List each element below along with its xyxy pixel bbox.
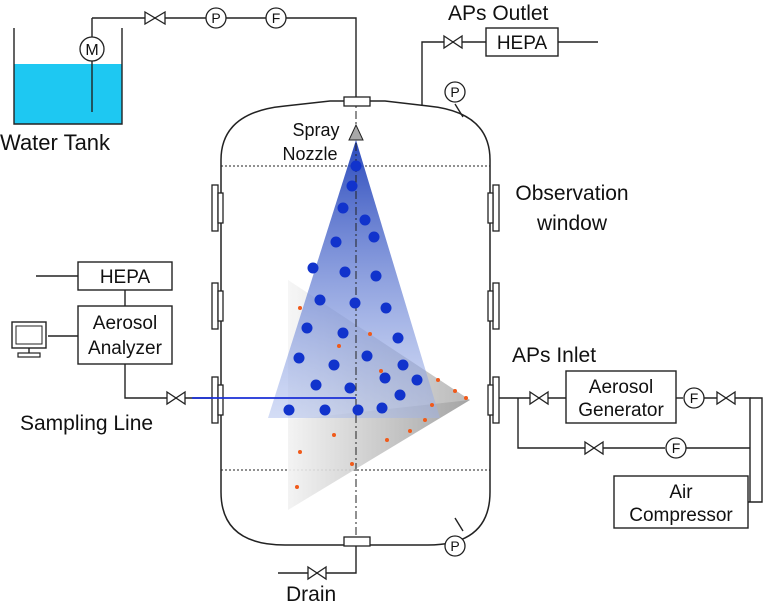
pressure-symbol: P xyxy=(211,10,220,26)
analyzer-label-line1: Aerosol xyxy=(93,313,157,334)
aps-outlet-label: APs Outlet xyxy=(448,2,549,25)
window-left-1 xyxy=(211,184,224,232)
outlet-pressure-symbol: P xyxy=(450,84,459,100)
observation-label-line1: Observation xyxy=(515,182,628,205)
drain-pipe xyxy=(278,546,357,574)
aerosol-particles xyxy=(295,306,468,489)
compressor-label-line1: Air xyxy=(669,482,693,503)
water-tank-label: Water Tank xyxy=(0,130,111,155)
water-supply-pipe xyxy=(92,17,357,97)
flow-meter-icon xyxy=(265,7,287,29)
spray-label-line2: Nozzle xyxy=(282,144,337,164)
compressor-label-line2: Compressor xyxy=(629,505,733,526)
motor-symbol: M xyxy=(85,42,98,59)
aps-inlet-label: APs Inlet xyxy=(512,344,596,367)
bottom-pressure-symbol: P xyxy=(450,538,459,554)
inlet-valve-icon xyxy=(529,390,549,406)
spray-nozzle-icon xyxy=(348,123,364,141)
spray-label-line1: Spray xyxy=(292,120,339,140)
droplets xyxy=(283,160,423,416)
generator-label-line2: Generator xyxy=(578,400,664,421)
water-level xyxy=(14,64,122,124)
outlet-pressure-icon xyxy=(444,81,466,103)
window-right-3 xyxy=(487,376,500,424)
aerosol-generator-box xyxy=(565,370,677,424)
window-left-2 xyxy=(211,282,224,330)
sampling-valve-icon xyxy=(166,390,186,406)
observation-label-line2: window xyxy=(536,212,608,235)
air-compressor-box xyxy=(613,475,749,529)
window-right-1 xyxy=(487,184,500,232)
flow-symbol: F xyxy=(272,10,281,26)
hepa-outlet-label: HEPA xyxy=(497,33,548,54)
generator-flow-symbol: F xyxy=(690,390,699,406)
drain-valve-icon xyxy=(307,565,327,581)
valve-icon xyxy=(144,10,166,26)
nozzle-flange xyxy=(343,96,371,107)
pump-motor-icon xyxy=(79,36,105,62)
bypass-pipe xyxy=(517,398,665,449)
hepa-outlet-box xyxy=(485,27,559,57)
outlet-valve-icon xyxy=(443,34,463,50)
aerosol-analyzer-box xyxy=(77,305,173,365)
generator-label-line1: Aerosol xyxy=(589,377,653,398)
window-right-2 xyxy=(487,282,500,330)
bottom-pressure-icon xyxy=(444,535,466,557)
drain-flange xyxy=(343,536,371,547)
computer-monitor-icon xyxy=(11,321,47,358)
analyzer-label-line2: Analyzer xyxy=(88,338,163,359)
spray-cone xyxy=(268,140,440,418)
sampling-line-label: Sampling Line xyxy=(20,412,153,435)
bypass-flow-symbol: F xyxy=(672,440,681,456)
water-tank: M xyxy=(13,18,123,125)
hepa-analyzer-box xyxy=(77,261,173,291)
pressure-gauge-icon xyxy=(205,7,227,29)
hepa-analyzer-label: HEPA xyxy=(100,267,151,288)
window-left-3 xyxy=(211,376,224,424)
drain-label: Drain xyxy=(286,583,336,605)
generator-valve-icon xyxy=(716,390,736,406)
bypass-valve-icon xyxy=(584,440,604,456)
